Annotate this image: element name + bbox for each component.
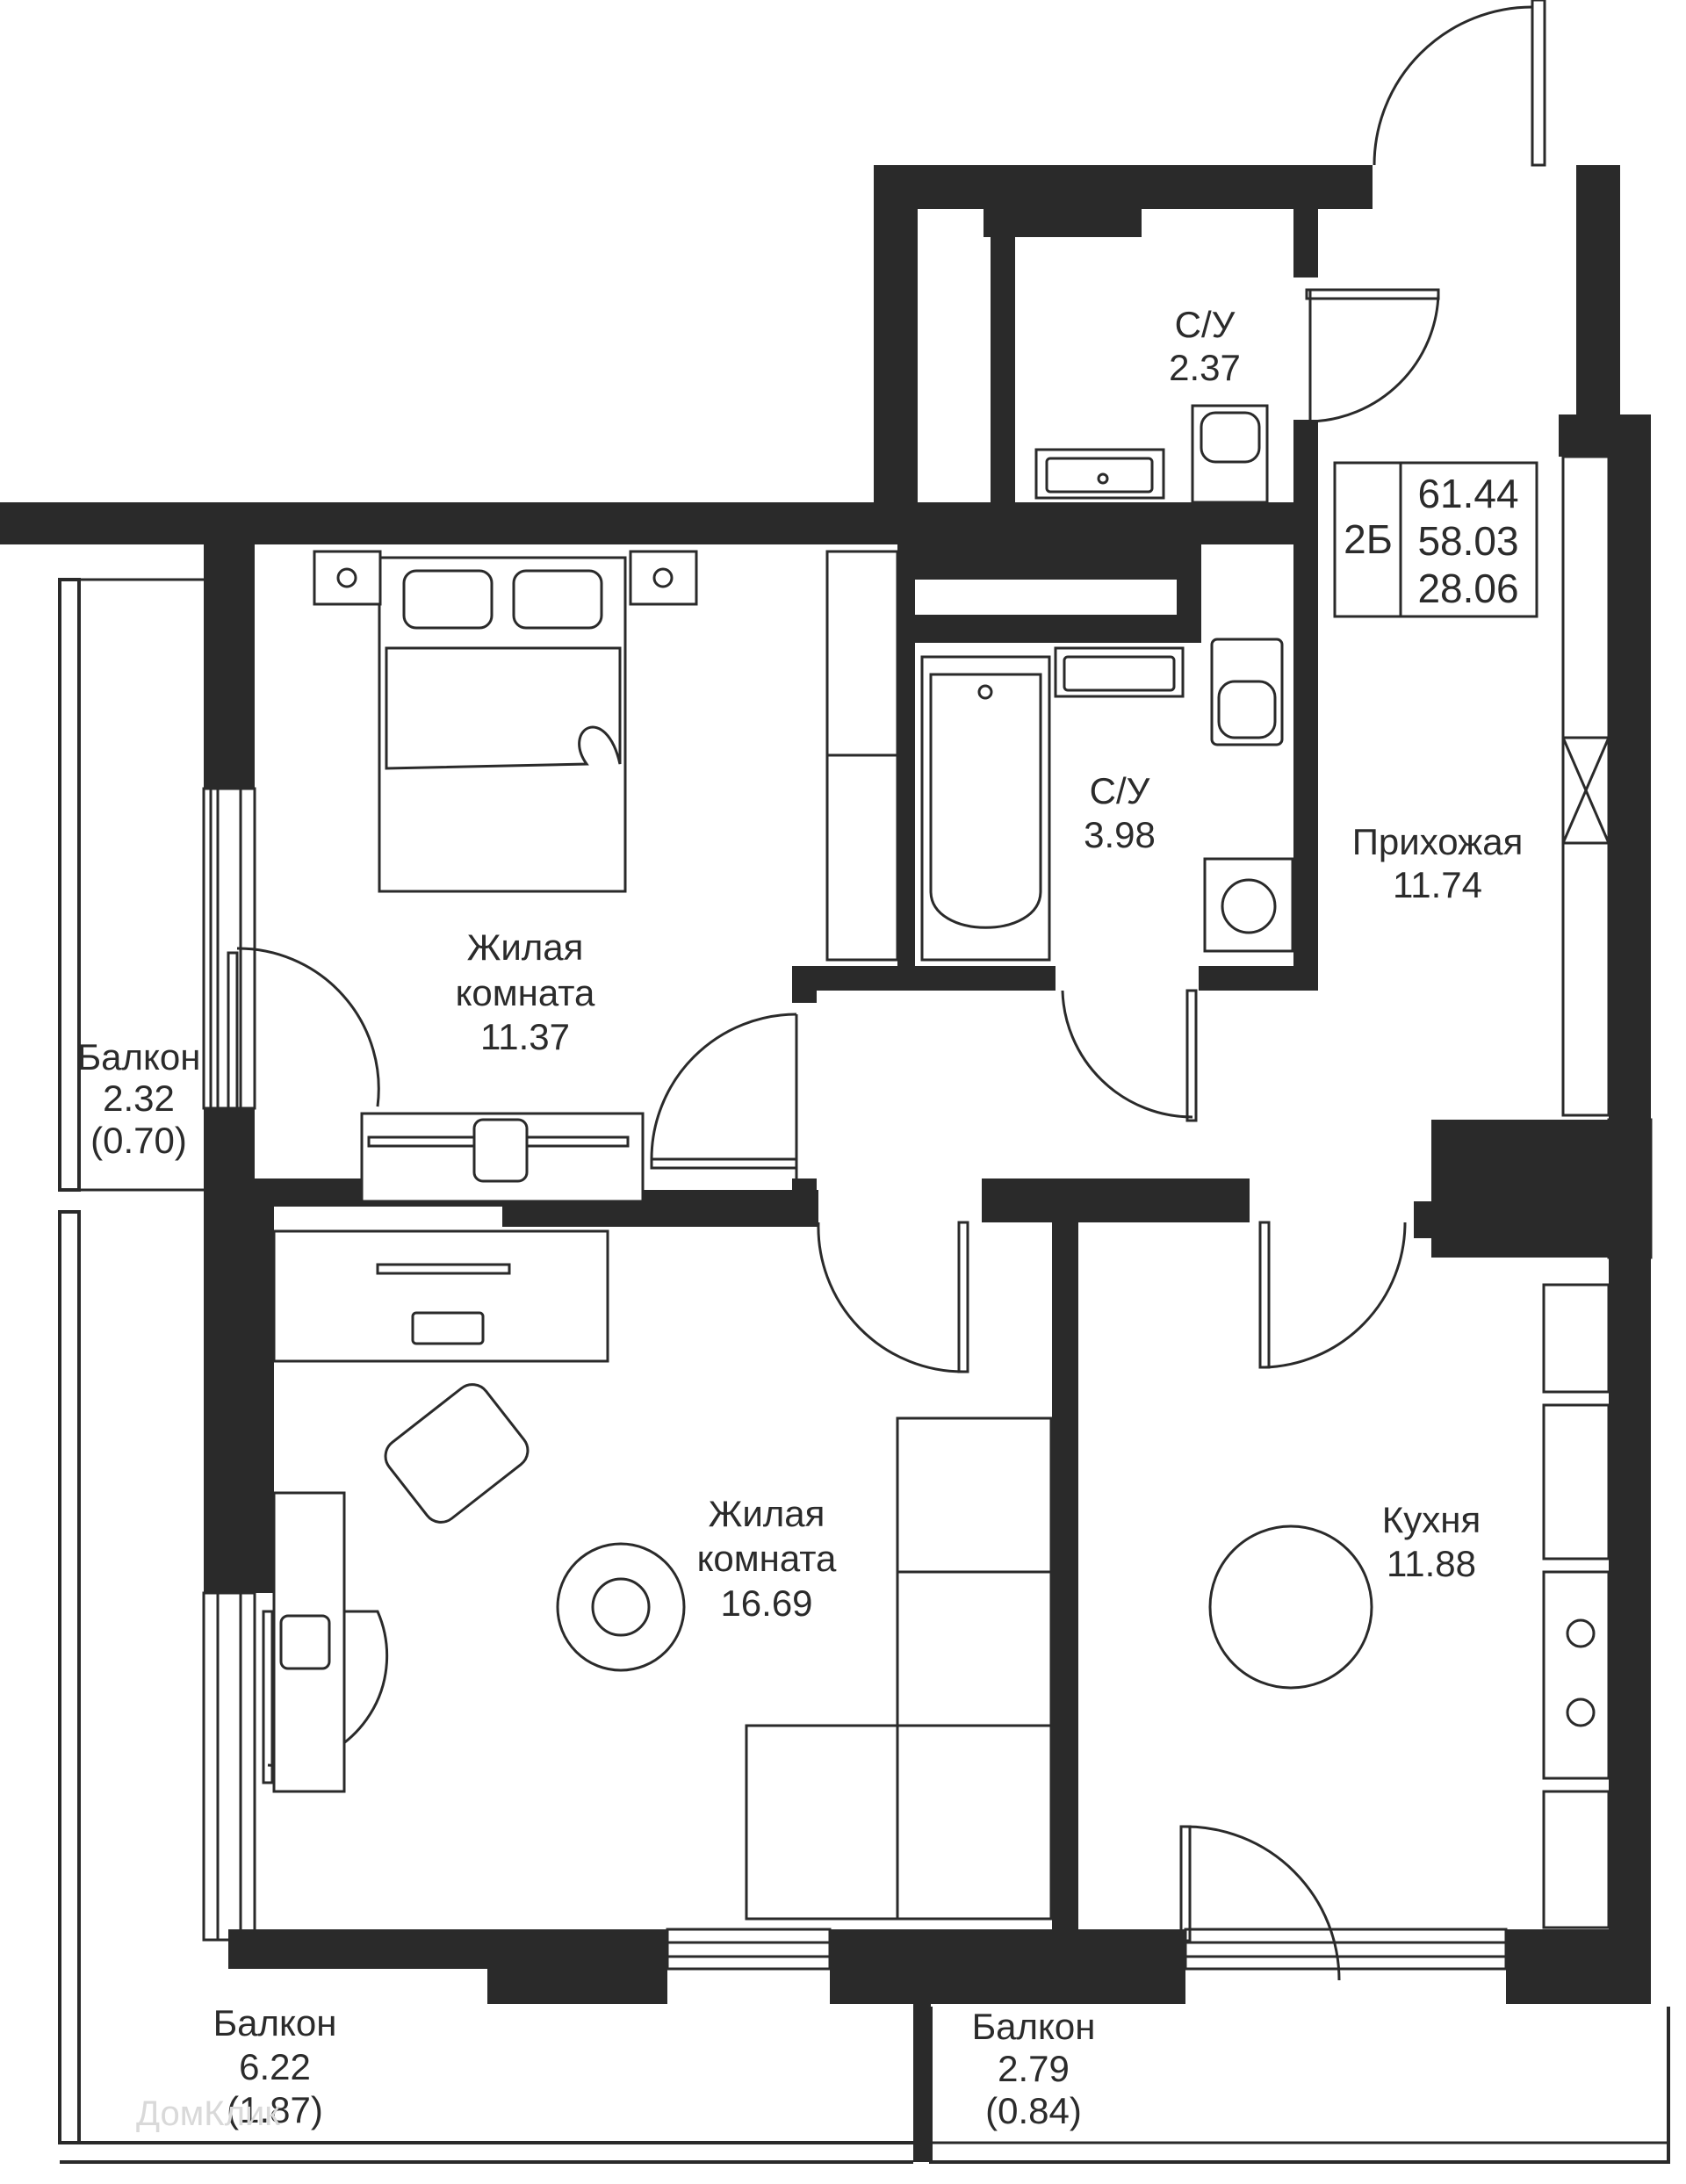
room-name-balcony-bottom-right: Балкон	[972, 2006, 1096, 2047]
room-name-living-line2: комната	[697, 1538, 837, 1579]
doors	[227, 0, 1546, 1981]
balcony-left-railing	[58, 578, 81, 1192]
walls	[0, 165, 1651, 2162]
room-area-balcony-left: 2.32	[103, 1078, 175, 1119]
room-area-balcony-bottom-right: 2.79	[998, 2048, 1070, 2089]
furniture	[272, 404, 1610, 1929]
room-area-kitchen: 11.88	[1387, 1543, 1476, 1584]
room-name-balcony-left: Балкон	[77, 1036, 201, 1078]
room-name-bathroom-small: С/У	[1175, 304, 1236, 345]
apartment-type-code: 2Б	[1344, 516, 1393, 562]
room-name-bedroom-line1: Жилая	[467, 926, 584, 968]
room-area-reduced-balcony-bottom-left: (1.87)	[227, 2089, 323, 2130]
balcony-bottom-left-railing	[58, 1210, 81, 2144]
watermark-logo: ДомКлик	[136, 2094, 280, 2133]
room-area-reduced-balcony-bottom-right: (0.84)	[985, 2090, 1082, 2131]
apartment-total-area: 61.44	[1417, 471, 1518, 516]
room-area-hallway: 11.74	[1393, 864, 1482, 905]
room-area-bedroom: 11.37	[480, 1016, 570, 1057]
room-name-bedroom-line2: комната	[456, 972, 595, 1013]
room-area-reduced-balcony-left: (0.70)	[90, 1120, 187, 1161]
apartment-summary: 2Б 61.44 58.03 28.06	[1344, 471, 1518, 611]
room-name-living-line1: Жилая	[709, 1493, 825, 1534]
apartment-living-area: 28.06	[1417, 566, 1518, 611]
room-name-kitchen: Кухня	[1382, 1499, 1481, 1540]
apartment-area-without-balcony: 58.03	[1417, 518, 1518, 564]
room-name-balcony-bottom-left: Балкон	[213, 2002, 337, 2043]
room-labels: С/У 2.37 Жилая комната 11.37 С/У 3.98 Пр…	[77, 304, 1524, 2131]
room-name-bathroom-large: С/У	[1090, 770, 1150, 811]
room-area-balcony-bottom-left: 6.22	[239, 2046, 311, 2087]
windows	[202, 787, 1653, 1971]
room-area-living: 16.69	[720, 1582, 812, 1624]
room-area-bathroom-large: 3.98	[1084, 814, 1156, 855]
room-area-bathroom-small: 2.37	[1169, 347, 1241, 388]
room-name-hallway: Прихожая	[1352, 821, 1524, 862]
